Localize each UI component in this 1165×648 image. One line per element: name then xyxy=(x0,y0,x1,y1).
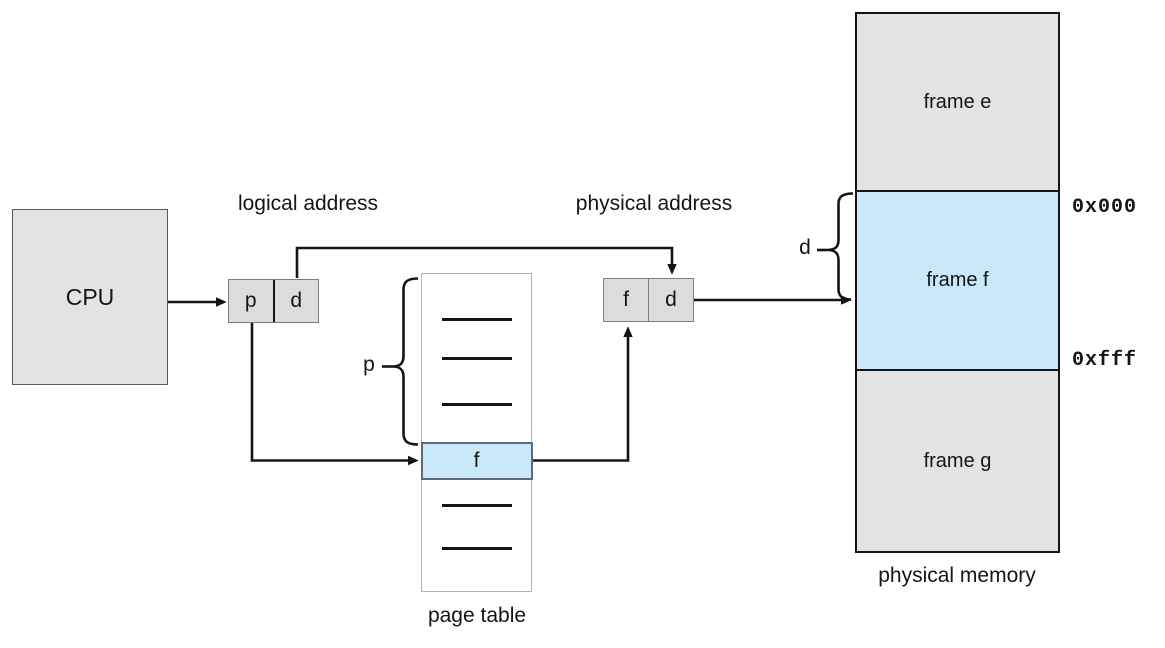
page-table-entry-line xyxy=(442,403,512,406)
physical-offset-label: d xyxy=(665,288,677,311)
page-table-entry-line xyxy=(442,357,512,360)
frame-e-label: frame e xyxy=(923,90,992,113)
physical-memory-box: frame e frame f frame g xyxy=(855,12,1060,553)
frame-offset-brace-label: d xyxy=(799,236,811,259)
logical-page-cell: p xyxy=(229,280,273,322)
page-index-brace-label: p xyxy=(363,353,375,376)
logical-offset-cell: d xyxy=(272,280,319,322)
cpu-box: CPU xyxy=(12,209,168,385)
physical-offset-cell: d xyxy=(648,279,693,321)
logical-page-label: p xyxy=(244,289,257,312)
page-table-caption: page table xyxy=(427,604,527,627)
page-table-entry-line xyxy=(442,504,512,507)
table-entry-to-frame-arrow xyxy=(532,326,633,462)
physical-address-caption: physical address xyxy=(575,192,733,215)
physical-frame-cell: f xyxy=(604,279,648,321)
physical-frame-label: f xyxy=(623,288,629,311)
logical-offset-label: d xyxy=(290,289,303,312)
page-table-entry-line xyxy=(442,318,512,321)
frame-start-address-label: 0x000 xyxy=(1072,196,1138,219)
page-table-highlight-label: f xyxy=(473,449,480,472)
logical-address-box: p d xyxy=(228,279,319,323)
frame-g-section: frame g xyxy=(857,371,1058,551)
page-number-to-table-arrow xyxy=(250,323,419,466)
frame-g-label: frame g xyxy=(923,449,992,472)
logical-address-caption: logical address xyxy=(237,192,379,215)
physical-memory-caption: physical memory xyxy=(878,564,1036,587)
cpu-label: CPU xyxy=(65,283,115,310)
page-table-box: f xyxy=(420,273,533,592)
page-index-brace xyxy=(392,277,419,446)
frame-end-address-label: 0xfff xyxy=(1072,349,1138,372)
page-table-entry-line xyxy=(442,547,512,550)
frame-f-label: frame f xyxy=(926,269,989,291)
frame-offset-brace xyxy=(827,192,854,301)
page-table-highlight-row: f xyxy=(420,442,533,480)
physical-address-box: f d xyxy=(603,278,694,322)
frame-e-section: frame e xyxy=(857,14,1058,190)
frame-f-section: frame f xyxy=(857,190,1058,371)
